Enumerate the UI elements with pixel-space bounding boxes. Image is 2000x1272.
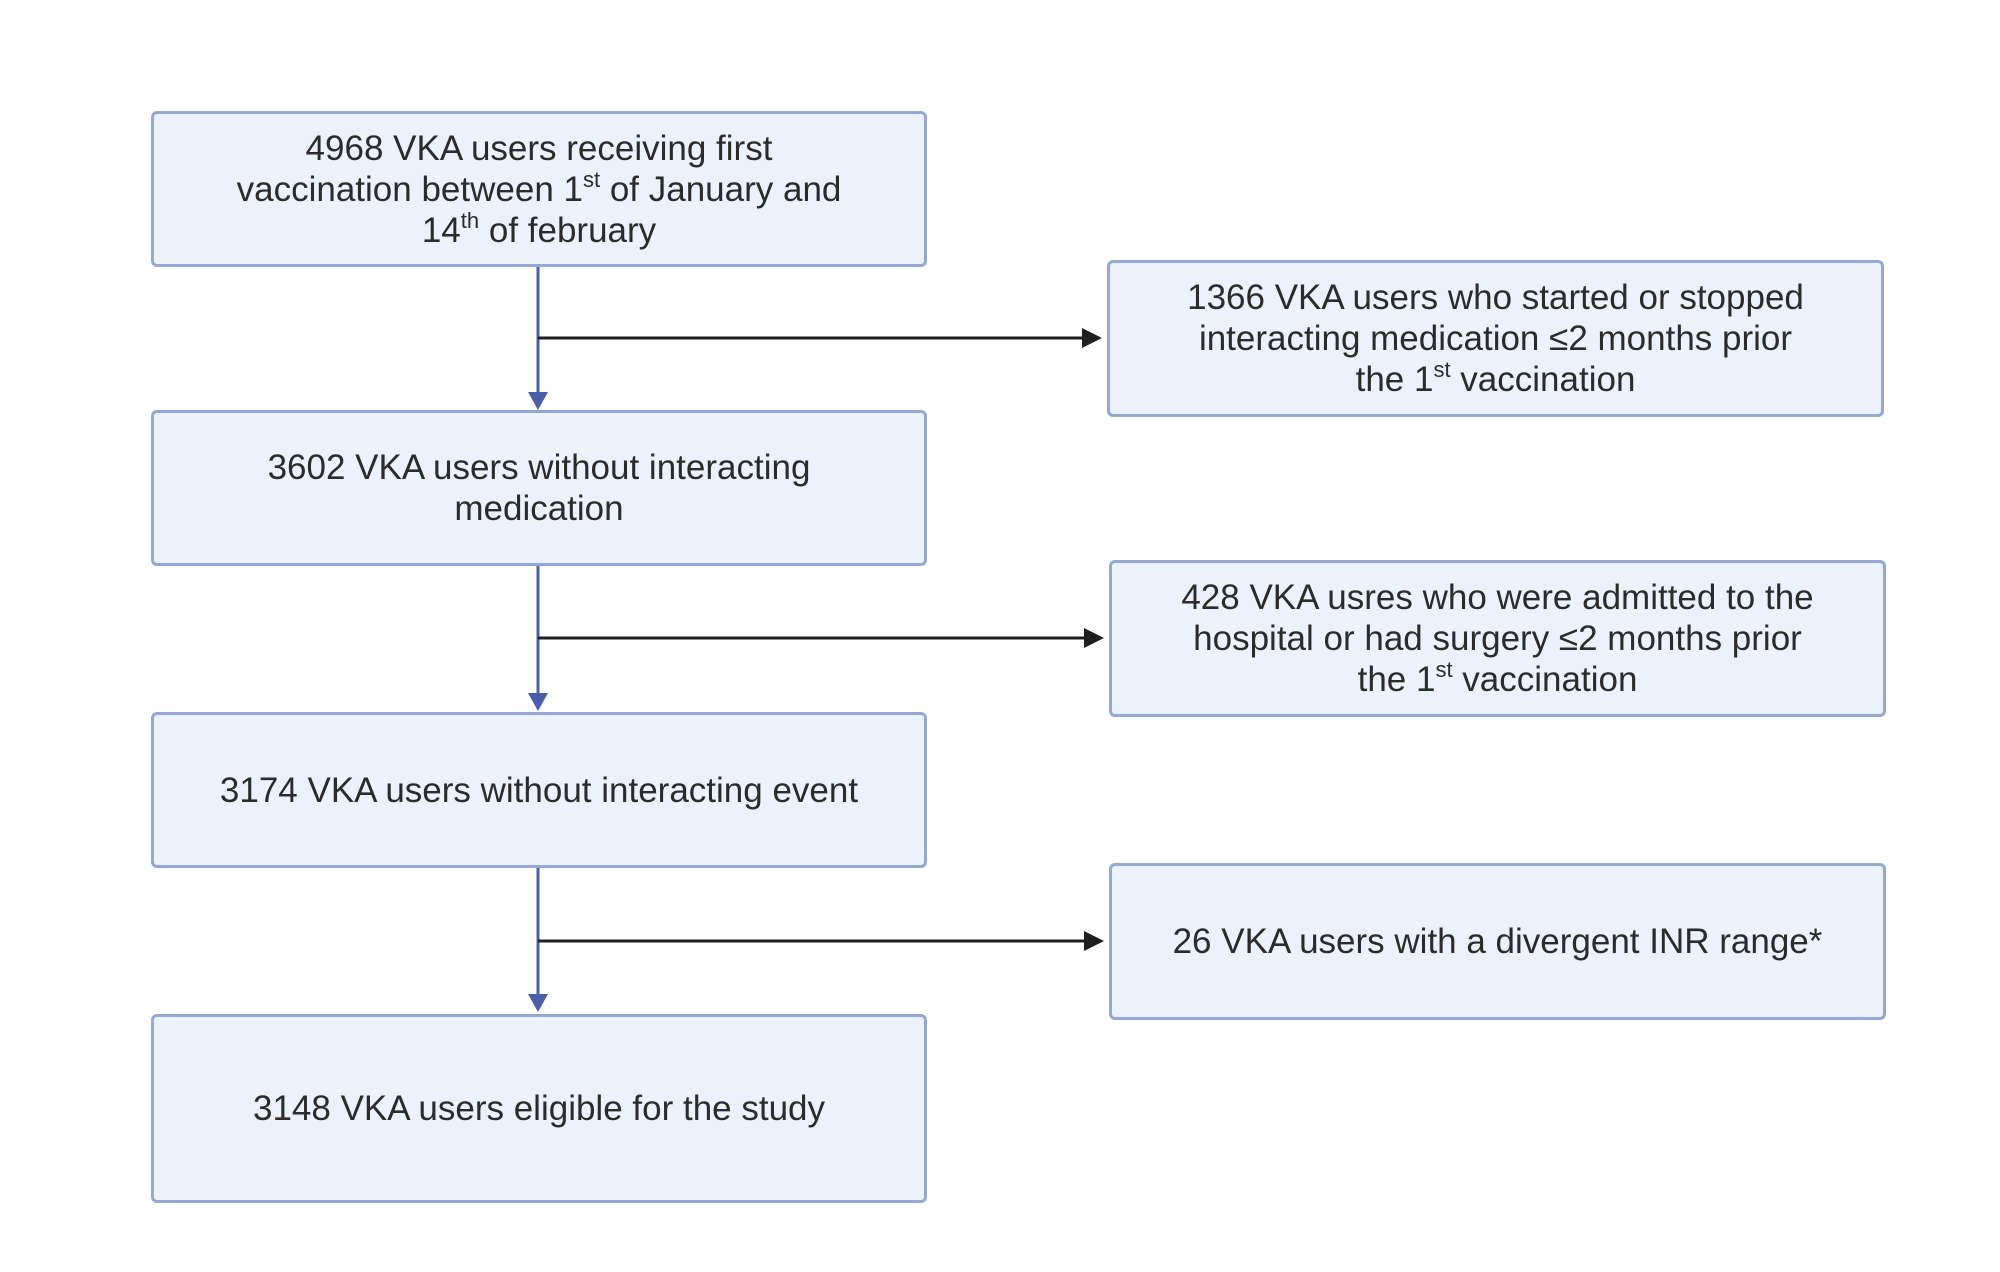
exclusion-arrow-1 bbox=[538, 328, 1102, 348]
exclusion-1-line-2: interacting medication ≤2 months prior bbox=[1198, 319, 1793, 358]
main-arrow-2 bbox=[528, 563, 548, 711]
main-arrow-1 bbox=[528, 266, 548, 410]
main-arrow-3 bbox=[528, 867, 548, 1012]
initial-cohort-line-1: 4968 VKA users receiving first bbox=[305, 128, 773, 168]
exclusion-box-divergent-inr: 26 VKA users with a divergent INR range* bbox=[1109, 863, 1886, 1020]
exclusion-arrow-2 bbox=[538, 628, 1104, 648]
without-event-line-1: 3174 VKA users without interacting event bbox=[219, 770, 859, 810]
exclusion-box-interacting-medication: 1366 VKA users who started or stopped in… bbox=[1107, 260, 1884, 417]
without-medication-line-2: medication bbox=[454, 489, 624, 528]
initial-cohort-line-2: vaccination between 1st of January and bbox=[236, 166, 842, 209]
exclusion-arrow-3 bbox=[538, 931, 1104, 951]
exclusion-box-hospital-surgery: 428 VKA usres who were admitted to the h… bbox=[1109, 560, 1886, 717]
exclusion-2-line-1: 428 VKA usres who were admitted to the bbox=[1181, 578, 1814, 617]
exclusion-1-line-1: 1366 VKA users who started or stopped bbox=[1187, 278, 1804, 317]
without-medication-line-1: 3602 VKA users without interacting bbox=[267, 448, 811, 487]
flow-box-initial-cohort: 4968 VKA users receiving first vaccinati… bbox=[151, 111, 927, 267]
exclusion-1-line-3: the 1st vaccination bbox=[1355, 357, 1636, 400]
flow-box-without-interacting-medication: 3602 VKA users without interacting medic… bbox=[151, 410, 927, 566]
initial-cohort-line-3: 14th of february bbox=[421, 207, 657, 250]
eligible-line-1: 3148 VKA users eligible for the study bbox=[252, 1089, 825, 1128]
exclusion-2-line-2: hospital or had surgery ≤2 months prior bbox=[1193, 619, 1802, 658]
flow-box-without-interacting-event: 3174 VKA users without interacting event bbox=[151, 712, 927, 868]
flow-box-eligible: 3148 VKA users eligible for the study bbox=[151, 1014, 927, 1203]
exclusion-2-line-3: the 1st vaccination bbox=[1357, 657, 1638, 700]
exclusion-3-line-1: 26 VKA users with a divergent INR range* bbox=[1172, 922, 1823, 961]
